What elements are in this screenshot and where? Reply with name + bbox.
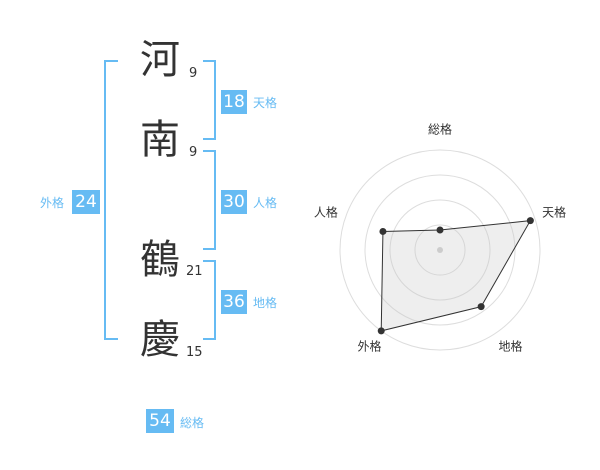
radar-axis-label-1: 総格	[428, 122, 452, 137]
jinkaku-bracket	[203, 150, 216, 250]
stroke-count-3: 21	[186, 264, 203, 279]
chikaku-value-badge: 36	[221, 290, 247, 314]
gaikaku-label: 外格	[40, 196, 65, 210]
tenkaku-value-badge: 18	[221, 90, 247, 114]
radar-axis-label-4: 外格	[357, 339, 381, 354]
tenkaku-label: 天格	[253, 96, 278, 110]
gaikaku-value-badge: 24	[72, 190, 100, 214]
radar-axis-label-3: 地格	[499, 339, 523, 354]
radar-point-5	[379, 227, 387, 235]
name-char-3: 鶴	[140, 237, 180, 283]
stroke-count-2: 9	[189, 145, 198, 160]
radar-grid-ring-4	[339, 149, 541, 351]
soukaku-label: 総格	[180, 416, 205, 430]
radar-point-4	[377, 327, 385, 335]
name-char-4: 慶	[140, 317, 180, 363]
jinkaku-label: 人格	[253, 196, 278, 210]
stroke-count-4: 15	[186, 345, 203, 360]
radar-center-point	[437, 247, 443, 253]
name-char-2: 南	[140, 117, 180, 163]
gaikaku-bracket	[104, 60, 118, 340]
chikaku-label: 地格	[253, 296, 278, 310]
soukaku-value-badge: 54	[146, 409, 174, 433]
radar-point-3	[477, 303, 485, 311]
radar-grid-ring-1	[414, 224, 466, 276]
jinkaku-value-badge: 30	[221, 190, 247, 214]
radar-axis-label-2: 天格	[542, 204, 566, 219]
tenkaku-bracket	[203, 60, 216, 140]
radar-point-2	[526, 217, 534, 225]
radar-point-1	[436, 226, 444, 234]
stroke-count-1: 9	[189, 66, 198, 81]
radar-axis-label-5: 人格	[314, 204, 338, 219]
name-char-1: 河	[140, 37, 180, 83]
chikaku-bracket	[203, 260, 216, 340]
radar-grid-ring-3	[364, 174, 516, 326]
radar-series-area	[380, 220, 532, 332]
radar-grid-ring-2	[389, 199, 491, 301]
